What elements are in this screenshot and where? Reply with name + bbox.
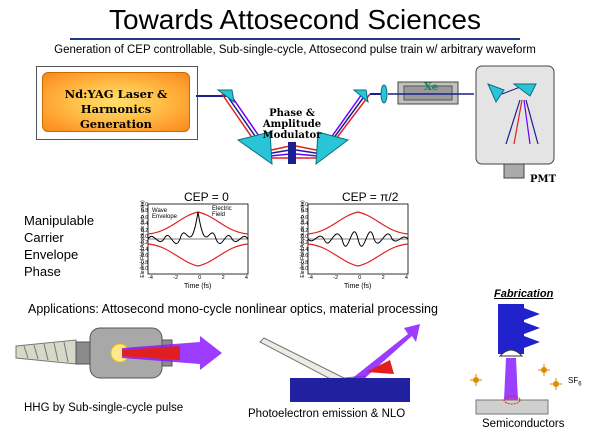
caption-hhg: HHG by Sub-single-cycle pulse [24,402,184,414]
left-ytick-5: 0.0 [141,234,148,241]
side-label-line2: Carrier [24,230,64,245]
left-ytick-8: -0.6 [139,253,148,260]
sf6-label: SF6 [568,376,582,388]
right-xticks: -4 -2 0 2 4 [308,275,408,281]
laser-source-box: Nd:YAG Laser & Harmonics Generation [42,72,190,132]
modulator-label-line2: Amplitude [262,119,322,130]
right-ytick-6: -0.2 [299,240,308,247]
left-prism [236,131,273,166]
right-ytick-7: -0.4 [299,246,308,253]
left-xtick-1: -2 [173,275,179,281]
legend-field: Field [212,212,226,218]
left-ytick-10: -1.0 [139,266,148,273]
left-ytick-6: -0.2 [139,240,148,247]
left-xticks: -4 -2 0 2 4 [148,275,248,281]
laser-label-line2: Harmonics Generation [79,102,153,131]
right-ytick-2: 0.6 [301,214,308,221]
right-ytick-5: 0.0 [301,234,308,241]
right-xtick-1: -2 [333,275,339,281]
modulator-label: Phase & Amplitude Modulator [258,108,326,141]
sf6-subscript: 6 [578,381,582,388]
cep-plots [147,203,409,275]
fabrication-illustration [470,304,562,415]
side-label-line1: Manipulable [24,213,95,228]
hhg-illustration [15,327,222,379]
cep-side-label: Manipulable Carrier Envelope Phase [24,212,94,280]
modulator-label-line3: Modulator [262,130,322,141]
left-legend: Wave Envelope [152,208,177,220]
modulator-block [288,142,296,164]
title-underline [70,38,520,40]
caption-semiconductors: Semiconductors [482,418,565,430]
left-xtick-3: 2 [221,275,225,281]
left-field [147,211,249,244]
applications-text: Applications: Attosecond mono-cycle nonl… [28,302,438,316]
legend-wave: Wave [152,208,168,214]
left-xtick-0: -4 [148,275,153,281]
right-ylabel: Electric Field Amplitude (arb. units) [300,200,306,278]
left-legend-2: Electric Field [212,206,232,218]
laser-enclosure [36,66,198,140]
right-prism [315,131,350,166]
right-ytick-10: -1.0 [299,266,308,273]
left-xtick-2: 0 [198,275,202,281]
photoelectron-illustration [259,324,420,402]
left-ytick-7: -0.4 [139,246,148,253]
pmt-detector [503,163,525,179]
modulator-label-line1: Phase & [269,108,315,119]
left-ytick-2: 0.6 [141,214,148,221]
xe-label: Xe [424,82,439,93]
laser-label-line1: Nd:YAG Laser & [64,87,168,101]
legend-envelope: Envelope [152,214,178,220]
focusing-lens [380,84,388,104]
fabrication-label: Fabrication [494,288,554,300]
left-ytick-1: 0.8 [141,208,148,215]
left-xlabel: Time (fs) [184,283,212,290]
right-ytick-1: 0.8 [301,208,308,215]
right-xtick-3: 2 [381,275,385,281]
right-ytick-8: -0.6 [299,253,308,260]
left-xtick-4: 4 [244,275,248,281]
right-xtick-4: 4 [404,275,408,281]
right-ytick-0: 1.0 [301,202,308,208]
pmt-label: PMT [530,174,557,185]
right-xtick-2: 0 [358,275,362,281]
left-ytick-0: 1.0 [141,202,148,208]
legend-electric: Electric [212,206,232,212]
left-ytick-3: 0.4 [141,221,148,228]
cep-right-title: CEP = π/2 [342,190,399,204]
right-xtick-0: -4 [308,275,313,281]
left-ytick-9: -0.8 [139,259,148,266]
input-mirror [216,89,235,104]
optical-setup-diagram [196,65,555,179]
cep-left-title: CEP = 0 [184,190,229,204]
sf6-text: SF [568,376,579,385]
side-label-line3: Envelope [24,247,79,262]
output-mirror [352,89,369,104]
caption-photoelectron: Photoelectron emission & NLO [248,408,406,420]
page-subtitle: Generation of CEP controllable, Sub-sing… [54,44,536,56]
page-title: Towards Attosecond Sciences [109,4,481,35]
right-xlabel: Time (fs) [344,283,372,290]
side-label-line4: Phase [24,264,61,279]
left-ytick-4: 0.2 [141,227,148,234]
right-ytick-3: 0.4 [301,221,308,228]
left-ylabel: Electric Field Amplitude (arb. units) [140,200,146,278]
right-field [307,231,409,247]
right-ytick-9: -0.8 [299,259,308,266]
right-ytick-4: 0.2 [301,227,308,234]
